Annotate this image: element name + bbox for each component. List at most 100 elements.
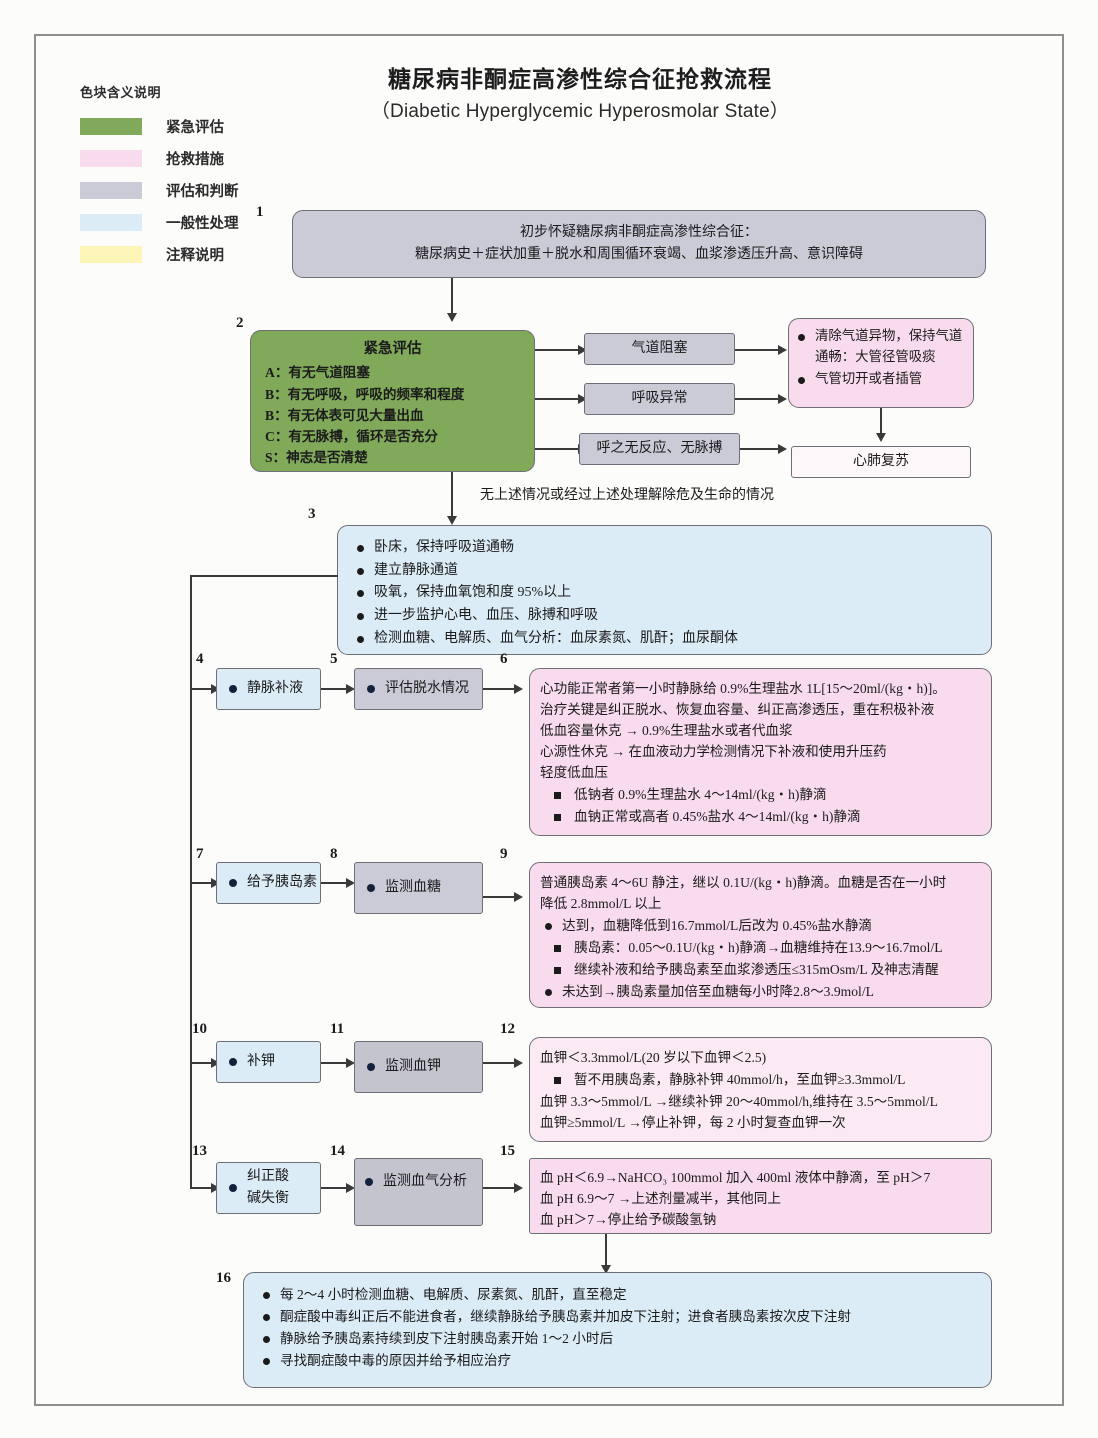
- step-number-11: 11: [330, 1021, 345, 1037]
- page-border: [34, 34, 1064, 1406]
- legend-swatch-gray: [80, 181, 142, 199]
- nopulse-label: 呼之无反应、无脉搏: [596, 441, 723, 457]
- connector-10-to-11: [321, 1062, 350, 1064]
- page-title-chinese: 糖尿病非酮症高渗性综合征抢救流程: [388, 66, 772, 92]
- arrowhead-action-to-cpr: [876, 433, 886, 442]
- arrowhead-2-to-breathing: [578, 394, 587, 404]
- list-item: 清除气道异物，保持气道通畅：大管径管吸痰: [793, 326, 965, 368]
- node-airway-action: 清除气道异物，保持气道通畅：大管径管吸痰 气管切开或者插管: [788, 318, 974, 408]
- node-potassium-protocol: 血钾＜3.3mmol/L(20 岁以下血钾＜2.5) 暂不用胰岛素，静脉补钾 4…: [529, 1037, 992, 1142]
- step-number-7: 7: [196, 846, 204, 862]
- step-number-8: 8: [330, 846, 338, 862]
- step-number-13: 13: [192, 1143, 207, 1159]
- legend-item-emergency-assessment: 紧急评估: [80, 110, 260, 142]
- breathing-label: 呼吸异常: [631, 391, 688, 407]
- airway-action-list: 清除气道异物，保持气道通畅：大管径管吸痰 气管切开或者插管: [793, 326, 965, 389]
- connector-1-to-2: [451, 278, 453, 316]
- legend-label: 一般性处理: [166, 215, 239, 232]
- node-ongoing-monitoring: 每 2～4 小时检测血糖、电解质、尿素氮、肌酐，直至稳定 酮症酸中毒纠正后不能进…: [243, 1272, 992, 1388]
- node2-line-c: C：有无脉搏，循环是否充分: [265, 428, 438, 444]
- legend-swatch-yellow: [80, 245, 142, 263]
- node9-sublist: 胰岛素：0.05～0.1U/(kg・h)静滴→血糖维持在13.9～16.7mol…: [540, 937, 981, 980]
- legend: 色块含义说明 紧急评估 抢救措施 评估和判断 一般性处理 注释说明: [80, 82, 260, 270]
- node-monitor-blood-gas: 监测血气分析: [354, 1158, 483, 1226]
- rail-vertical: [190, 575, 192, 1187]
- legend-swatch-blue: [80, 213, 142, 231]
- arrowhead-15-to-16: [601, 1265, 611, 1274]
- arrowhead-rail-13: [211, 1183, 220, 1193]
- arrowhead-7-to-8: [346, 878, 355, 888]
- list-item: 低钠者 0.9%生理盐水 4～14ml/(kg・h)静滴: [540, 784, 981, 805]
- node4-label: 静脉补液: [227, 678, 303, 700]
- node-fluid-protocol: 心功能正常者第一小时静脉给 0.9%生理盐水 1L[15～20ml/(kg・h)…: [529, 668, 992, 836]
- arrowhead-breathing-to-action: [778, 394, 787, 404]
- step-number-3: 3: [308, 506, 316, 522]
- connector-2-to-nopulse: [535, 448, 583, 450]
- connector-4-to-5: [321, 688, 350, 690]
- arrowhead-11-to-12: [514, 1058, 523, 1068]
- connector-breathing-to-action: [735, 398, 783, 400]
- step-number-2: 2: [236, 315, 244, 331]
- step-number-15: 15: [500, 1143, 515, 1159]
- step-number-6: 6: [500, 651, 508, 667]
- node6-line4: 心源性休克 → 在血液动力学检测情况下补液和使用升压药: [540, 744, 887, 760]
- connector-nopulse-to-cpr: [740, 448, 783, 450]
- list-item: 吸氧，保持血氧饱和度 95%以上: [352, 582, 977, 604]
- node10-label: 补钾: [227, 1051, 275, 1073]
- rail-stub-10: [190, 1062, 215, 1064]
- arrowhead-13-to-14: [346, 1183, 355, 1193]
- node13-label-wrap: 纠正酸 碱失衡: [227, 1166, 289, 1209]
- node9-round2: 未达到→胰岛素量加倍至血糖每小时降2.8～3.9mol/L: [540, 981, 981, 1002]
- arrowhead-8-to-9: [514, 892, 523, 902]
- list-item: 未达到→胰岛素量加倍至血糖每小时降2.8～3.9mol/L: [540, 981, 981, 1002]
- connector-2-to-3: [451, 472, 453, 520]
- arrowhead-4-to-5: [346, 684, 355, 694]
- legend-title: 色块含义说明: [80, 85, 162, 100]
- arrowhead-10-to-11: [346, 1058, 355, 1068]
- node12-line2: 血钾 3.3～5mmol/L →继续补钾 20～40mmol/h,维持在 3.5…: [540, 1094, 938, 1110]
- cpr-label: 心肺复苏: [853, 454, 909, 470]
- node6-sublist: 低钠者 0.9%生理盐水 4～14ml/(kg・h)静滴 血钠正常或高者 0.4…: [540, 784, 981, 827]
- legend-label: 注释说明: [166, 247, 224, 264]
- list-item: 达到，血糖降低到16.7mmol/L后改为 0.45%盐水静滴: [540, 915, 981, 936]
- node1-line1: 初步怀疑糖尿病非酮症高渗性综合征：: [520, 225, 758, 241]
- step-number-4: 4: [196, 651, 204, 667]
- node9-line1: 普通胰岛素 4～6U 静注，继以 0.1U/(kg・h)静滴。血糖是否在一小时: [540, 875, 947, 890]
- rail-stub-7: [190, 882, 215, 884]
- connector-13-to-14: [321, 1187, 350, 1189]
- connector-11-to-12: [483, 1062, 519, 1064]
- node1-line2: 糖尿病史＋症状加重＋脱水和周围循环衰竭、血浆渗透压升高、意识障碍: [415, 247, 863, 262]
- rail-top-segment: [190, 575, 338, 577]
- node2-line-b2: B：有无体表可见大量出血: [265, 407, 424, 423]
- node8-label: 监测血糖: [365, 877, 441, 899]
- node15-line1: 血 pH＜6.9→NaHCO₃ 100mmol 加入 400ml 液体中静滴，至…: [540, 1170, 931, 1185]
- node-monitor-potassium: 监测血钾: [354, 1041, 483, 1093]
- rail-stub-4: [190, 688, 215, 690]
- node12-line1: 血钾＜3.3mmol/L(20 岁以下血钾＜2.5): [540, 1050, 767, 1065]
- node15-line3: 血 pH＞7→停止给予碳酸氢钠: [540, 1212, 717, 1228]
- step-number-10: 10: [192, 1021, 207, 1037]
- node-cpr: 心肺复苏: [791, 446, 971, 478]
- arrowhead-14-to-15: [514, 1183, 523, 1193]
- arrowhead-1-to-2: [447, 313, 457, 322]
- arrowhead-2-to-airway: [578, 345, 587, 355]
- legend-item-general-management: 一般性处理: [80, 206, 260, 238]
- arrowhead-rail-4: [211, 684, 220, 694]
- node11-label: 监测血钾: [365, 1056, 441, 1078]
- legend-label: 评估和判断: [166, 183, 239, 200]
- connector-15-to-16: [605, 1234, 607, 1268]
- node16-list: 每 2～4 小时检测血糖、电解质、尿素氮、肌酐，直至稳定 酮症酸中毒纠正后不能进…: [258, 1284, 977, 1371]
- step-number-16: 16: [216, 1270, 231, 1286]
- edge-label-to-step3: 无上述情况或经过上述处理解除危及生命的情况: [480, 488, 774, 503]
- list-item: 胰岛素：0.05～0.1U/(kg・h)静滴→血糖维持在13.9～16.7mol…: [540, 937, 981, 958]
- node2-line-s: S：神志是否清楚: [265, 449, 368, 465]
- node-correct-acid-base: 纠正酸 碱失衡: [216, 1162, 321, 1214]
- connector-action-to-cpr: [880, 408, 882, 436]
- node7-label: 给予胰岛素: [227, 872, 317, 894]
- node-abnormal-breathing: 呼吸异常: [584, 383, 735, 415]
- list-item: 检测血糖、电解质、血气分析：血尿素氮、肌酐；血尿酮体: [352, 628, 977, 650]
- list-item: 继续补液和给予胰岛素至血浆渗透压≤315mOsm/L 及神志清醒: [540, 959, 981, 980]
- connector-8-to-9: [483, 896, 519, 898]
- node13-line1: 纠正酸: [247, 1169, 289, 1185]
